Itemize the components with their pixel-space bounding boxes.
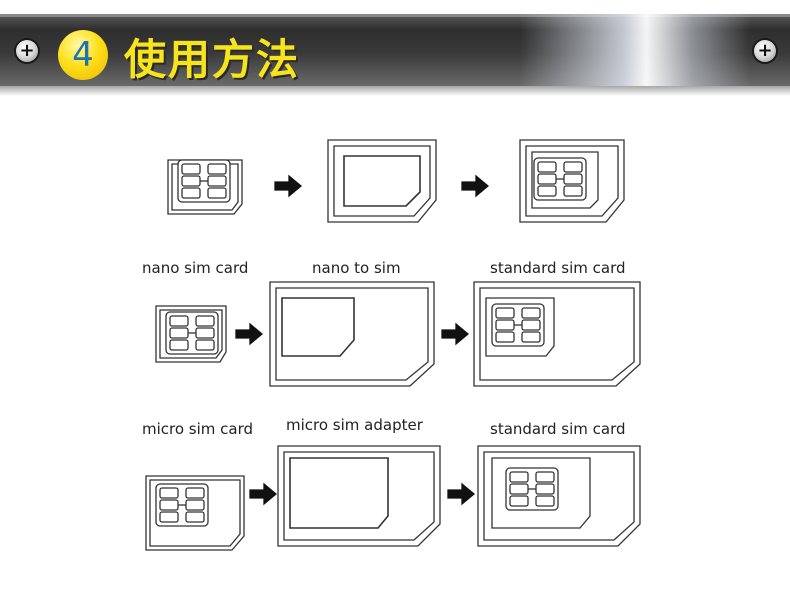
- header-banner: [0, 14, 790, 86]
- arrow-right-icon: [461, 175, 489, 197]
- page-title: 使用方法: [124, 35, 301, 84]
- nano-sim-card: [145, 475, 245, 551]
- nano-to-micro-adapter: [269, 281, 435, 387]
- screw-plus-icon: +: [16, 40, 38, 62]
- label-standard-sim-card: standard sim card: [490, 420, 626, 438]
- nano-to-sim-adapter: [327, 139, 437, 223]
- standard-sim-card: [473, 281, 641, 387]
- label-nano-sim-card: nano sim card: [142, 259, 249, 277]
- banner-sheen: [520, 14, 750, 86]
- label-nano-to-sim: nano to sim: [312, 259, 401, 277]
- arrow-right-icon: [249, 483, 277, 505]
- label-micro-sim-adapter: micro sim adapter: [286, 416, 423, 434]
- arrow-right-icon: [441, 323, 469, 345]
- banner-shadow: [0, 86, 790, 96]
- standard-sim-card: [519, 139, 625, 223]
- standard-sim-card: [477, 445, 641, 547]
- screw-plus-icon: +: [754, 40, 776, 62]
- label-standard-sim-card: standard sim card: [490, 259, 626, 277]
- label-micro-sim-card: micro sim card: [142, 420, 254, 438]
- nano-sim-card: [167, 159, 243, 215]
- micro-sim-adapter: [277, 445, 441, 547]
- arrow-right-icon: [447, 483, 475, 505]
- arrow-right-icon: [235, 323, 263, 345]
- arrow-right-icon: [274, 175, 302, 197]
- step-number-badge: 4: [58, 30, 108, 80]
- micro-sim-card: [155, 305, 227, 363]
